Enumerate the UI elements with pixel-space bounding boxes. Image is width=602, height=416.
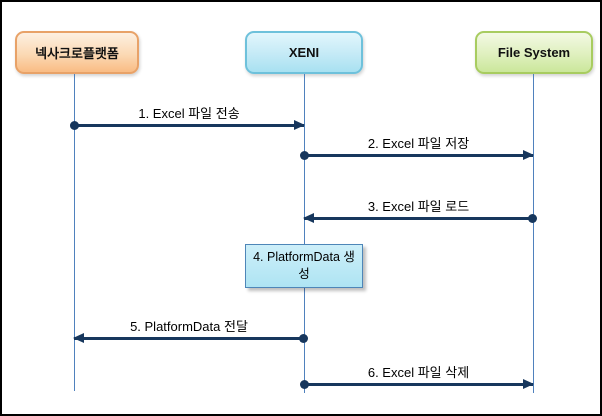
message-arrow-2-excel-file-save: 2. Excel 파일 저장 bbox=[300, 136, 534, 160]
message-label-3: 3. Excel 파일 로드 bbox=[367, 199, 470, 214]
message-source-dot bbox=[300, 151, 309, 160]
actor-label-nexacro-platform: 넥사크로플랫폼 bbox=[35, 46, 119, 61]
lifeline-nexacro-platform bbox=[74, 74, 75, 391]
message-arrow-5-platformdata-deliver: 5. PlatformData 전달 bbox=[73, 319, 308, 343]
message-arrow-3-excel-file-load: 3. Excel 파일 로드 bbox=[303, 199, 537, 223]
arrowhead-right-icon bbox=[523, 379, 534, 389]
actor-box-nexacro-platform: 넥사크로플랫폼 bbox=[15, 31, 139, 74]
arrowhead-right-icon bbox=[523, 150, 534, 160]
lifeline-file-system bbox=[533, 74, 534, 393]
message-source-dot bbox=[299, 334, 308, 343]
arrowhead-left-icon bbox=[303, 213, 314, 223]
arrowhead-left-icon bbox=[73, 333, 84, 343]
message-arrow-1-excel-file-send: 1. Excel 파일 전송 bbox=[70, 106, 305, 130]
actor-box-xeni: XENI bbox=[245, 31, 363, 74]
message-label-5: 5. PlatformData 전달 bbox=[130, 319, 248, 334]
message-label-4: 4. PlatformData 생성 bbox=[253, 249, 355, 282]
message-source-dot bbox=[528, 214, 537, 223]
message-arrow-6-excel-file-delete: 6. Excel 파일 삭제 bbox=[300, 365, 534, 389]
message-label-2: 2. Excel 파일 저장 bbox=[367, 136, 470, 151]
actor-label-file-system: File System bbox=[497, 45, 571, 60]
actor-box-file-system: File System bbox=[475, 31, 593, 74]
message-source-dot bbox=[300, 380, 309, 389]
message-label-1: 1. Excel 파일 전송 bbox=[138, 106, 240, 121]
lifeline-xeni bbox=[304, 74, 305, 393]
arrowhead-right-icon bbox=[294, 120, 305, 130]
actor-label-xeni: XENI bbox=[288, 45, 320, 60]
message-source-dot bbox=[70, 121, 79, 130]
self-message-box-4-platformdata-create: 4. PlatformData 생성 bbox=[245, 244, 363, 288]
message-label-6: 6. Excel 파일 삭제 bbox=[367, 365, 470, 380]
